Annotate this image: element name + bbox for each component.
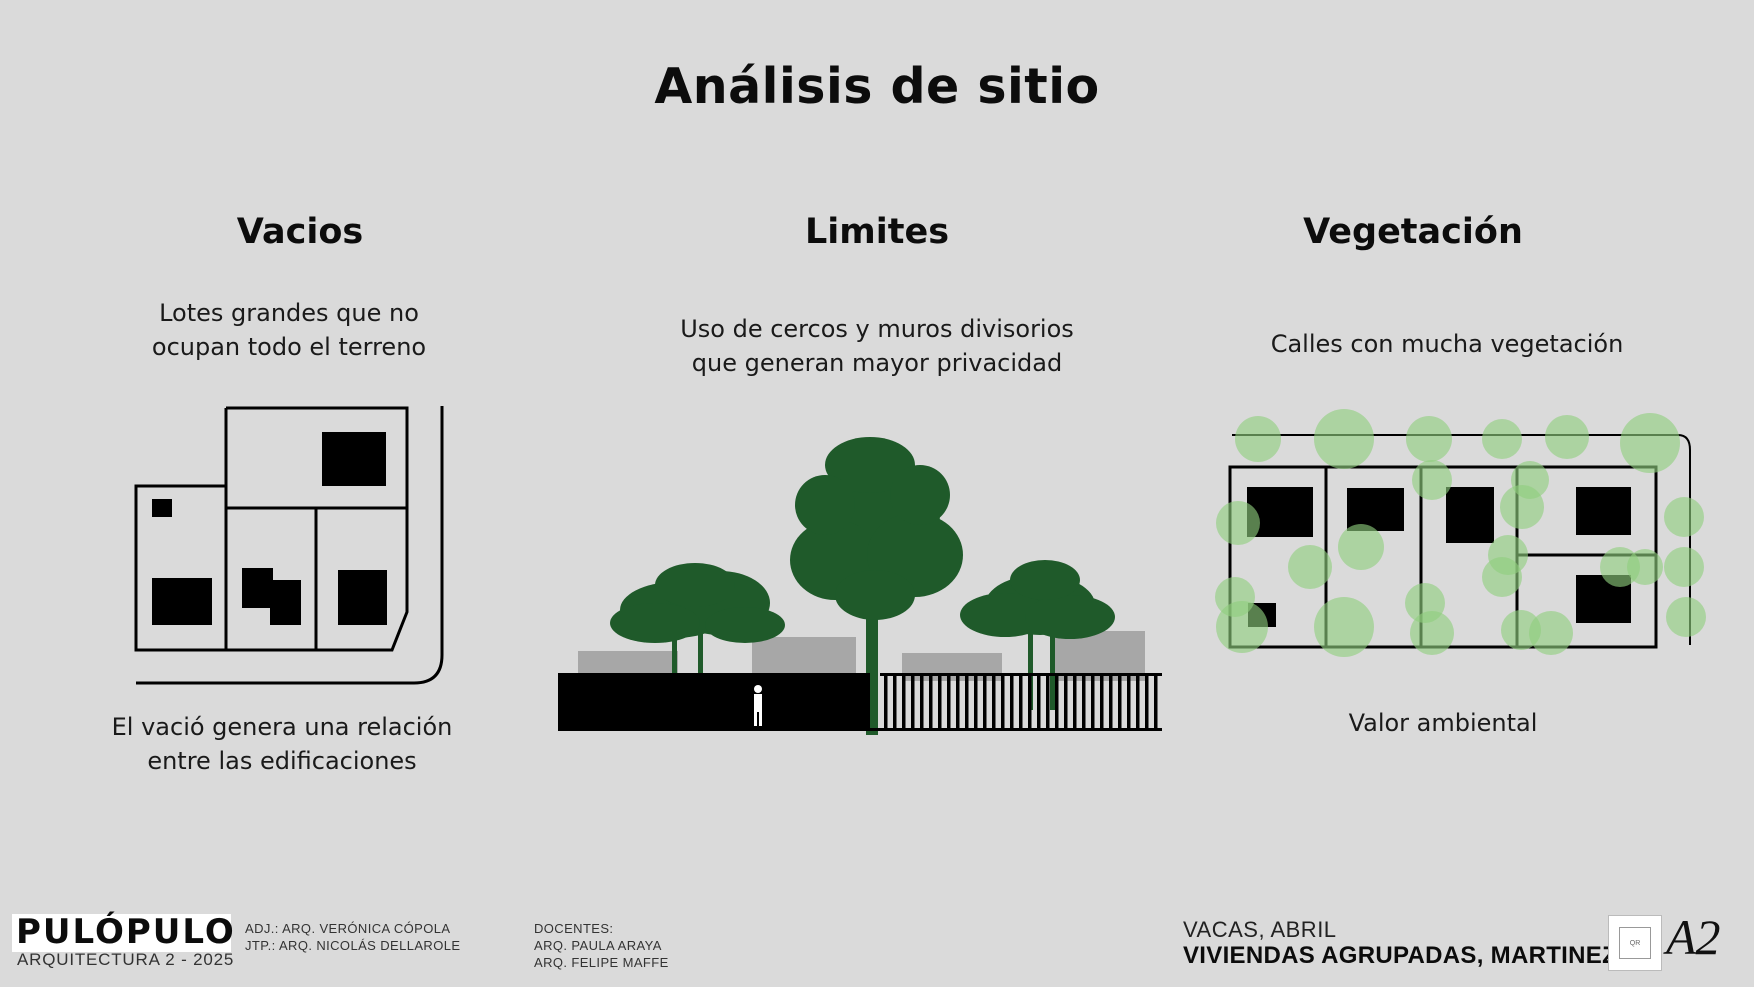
fence-bar	[902, 673, 906, 731]
tree-canopy	[1338, 524, 1384, 570]
fence-bar	[947, 673, 951, 731]
course-badge: A2	[1666, 909, 1721, 965]
fence-bar	[884, 673, 888, 731]
tree-canopy	[1666, 597, 1706, 637]
description-vacios: Lotes grandes que no ocupan todo el terr…	[151, 299, 427, 361]
fence-bar	[1001, 673, 1005, 731]
fence-bar	[1091, 673, 1095, 731]
person-silhouette-icon	[754, 685, 762, 726]
plan-vacios-icon	[134, 406, 444, 685]
tree-canopy	[1235, 416, 1281, 462]
section-limites-icon	[558, 437, 1162, 735]
fence-bar	[965, 673, 969, 731]
tree-canopy	[1410, 611, 1454, 655]
fence-bar	[1145, 673, 1149, 731]
project-title: VIVIENDAS AGRUPADAS, MARTINEZ	[1183, 942, 1618, 969]
fence-bar	[1073, 673, 1077, 731]
tree-canopy	[1482, 557, 1522, 597]
footer-teachers: DOCENTES: ARQ. PAULA ARAYA ARQ. FELIPE M…	[534, 921, 669, 970]
fence-bar	[992, 673, 996, 731]
tree-canopy	[1216, 501, 1260, 545]
fence-bar	[974, 673, 978, 731]
tree-canopy	[1664, 497, 1704, 537]
fence-bar	[1082, 673, 1086, 731]
page-title: Análisis de sitio	[654, 58, 1100, 115]
tree-canopy	[1314, 409, 1374, 469]
description-limites: Uso de cercos y muros divisorios que gen…	[680, 315, 1074, 377]
description-vegetacion: Calles con mucha vegetación	[1270, 330, 1624, 358]
tree-canopy	[1545, 415, 1589, 459]
tree-canopy	[1500, 485, 1544, 529]
tree-canopy	[1600, 547, 1640, 587]
brand-logo-background	[12, 914, 231, 952]
heading-vegetacion: Vegetación	[1303, 212, 1523, 252]
fence-bar	[1055, 673, 1059, 731]
heading-vacios: Vacios	[236, 212, 364, 252]
tree-canopy	[1314, 597, 1374, 657]
fence-bar	[1019, 673, 1023, 731]
plan-vegetacion-icon	[1215, 409, 1706, 657]
fence-bar	[1037, 673, 1041, 731]
fence-bar	[1046, 673, 1050, 731]
fence-bar	[893, 673, 897, 731]
caption-vacios: El vació genera una relación entre las e…	[111, 713, 453, 775]
fence-bar	[1028, 673, 1032, 731]
brand-subtitle: ARQUITECTURA 2 - 2025	[17, 950, 235, 969]
fence-bar	[1127, 673, 1131, 731]
fence-bar	[911, 673, 915, 731]
heading-limites: Limites	[804, 212, 950, 252]
fence-bar	[956, 673, 960, 731]
tree-canopy	[1406, 416, 1452, 462]
fence-bar	[1064, 673, 1068, 731]
fence-bar	[1118, 673, 1122, 731]
fence-bar	[920, 673, 924, 731]
student-name: VACAS, ABRIL	[1183, 917, 1337, 942]
qr-code-label: QR	[1619, 927, 1651, 959]
tree-canopy	[1412, 460, 1452, 500]
fence-bar	[1136, 673, 1140, 731]
fence-bar	[938, 673, 942, 731]
tree-canopy	[1627, 549, 1663, 585]
tree-canopy	[1620, 413, 1680, 473]
tree-canopy	[1216, 601, 1268, 653]
brand-logo: PULÓPULO	[16, 912, 236, 952]
fence-bar	[1154, 673, 1158, 731]
fence-bar	[929, 673, 933, 731]
tree-canopy	[1482, 419, 1522, 459]
qr-code-icon: QR	[1608, 915, 1662, 971]
fence-bar	[1100, 673, 1104, 731]
tree-canopy	[1664, 547, 1704, 587]
fence-bar	[983, 673, 987, 731]
tree-canopy	[1288, 545, 1332, 589]
fence-bar	[1010, 673, 1014, 731]
footer-staff: ADJ.: ARQ. VERÓNICA CÓPOLA JTP.: ARQ. NI…	[245, 921, 461, 953]
caption-vegetacion: Valor ambiental	[1348, 709, 1538, 737]
tree-canopy	[1529, 611, 1573, 655]
fence-bar	[1109, 673, 1113, 731]
